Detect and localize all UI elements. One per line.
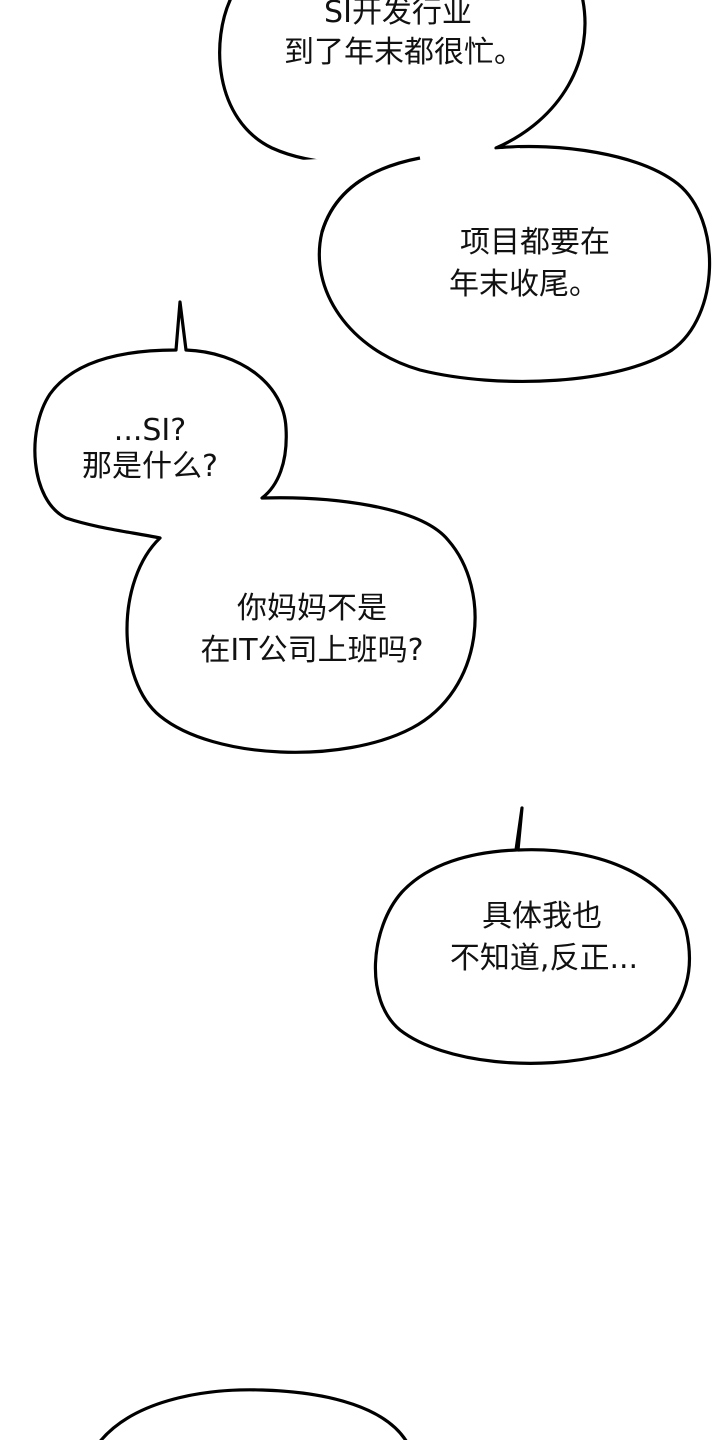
speech-bubble-3-text: ...SI? 那是什么?: [82, 413, 218, 484]
speech-bubble-5: 具体我也 不知道,反正...: [373, 806, 691, 1065]
bubble-2-line-2: 年末收尾。: [449, 267, 599, 302]
bubble-1-line-2: 到了年末都很忙。: [284, 35, 524, 70]
speech-bubble-4-text: 你妈妈不是 在IT公司上班吗?: [200, 591, 423, 668]
bubble-5-line-2: 不知道,反正...: [450, 941, 638, 976]
speech-bubble-group-top: SI开发行业 到了年末都很忙。 项目都要在 年末收尾。: [218, 0, 712, 383]
bubble-2-line-1: 项目都要在: [460, 225, 610, 260]
speech-bubble-1-2-outline: [320, 156, 421, 233]
speech-bubble-2-text: 项目都要在 年末收尾。: [449, 225, 610, 302]
speech-bubble-5-shape: [373, 806, 691, 1065]
speech-bubble-6: [99, 1388, 408, 1440]
speech-bubble-6-shape: [99, 1388, 408, 1440]
bubble-4-line-2: 在IT公司上班吗?: [200, 633, 423, 668]
bubble-joint-fill-1: [300, 148, 520, 180]
speech-bubble-group-middle: ...SI? 那是什么? 你妈妈不是 在IT公司上班吗?: [33, 300, 477, 754]
bubble-5-line-1: 具体我也: [482, 899, 602, 934]
bubble-1-line-1: SI开发行业: [324, 0, 472, 30]
bubble-4-line-1: 你妈妈不是: [237, 591, 387, 626]
speech-bubble-1-text: SI开发行业 到了年末都很忙。: [284, 0, 524, 70]
bubble-3-line-1: ...SI?: [114, 413, 186, 448]
speech-bubble-3-4-shape: [33, 300, 477, 754]
bubble-3-line-2: 那是什么?: [82, 449, 218, 484]
